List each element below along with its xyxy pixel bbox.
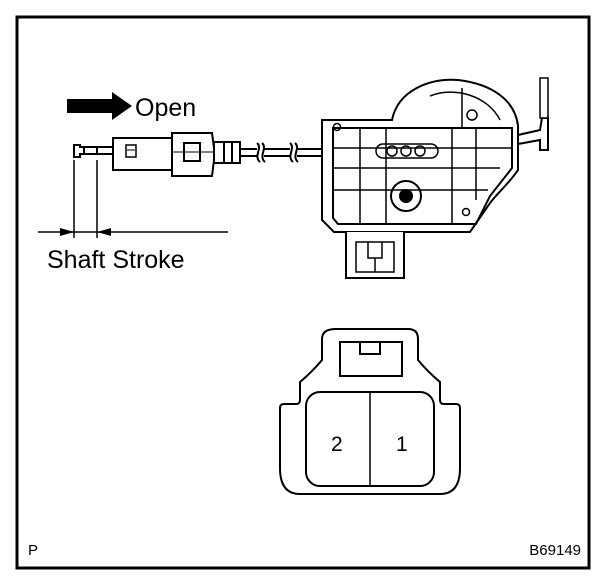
pin-1-label: 1 — [396, 433, 408, 456]
shaft-stroke-label: Shaft Stroke — [47, 246, 185, 274]
figure-id: B69149 — [529, 542, 581, 559]
frame-border — [15, 15, 591, 570]
open-arrow — [67, 92, 132, 120]
connector-face — [279, 328, 461, 495]
connector-latch — [339, 341, 403, 377]
stroke-dimension — [38, 160, 228, 238]
connector-outline — [279, 328, 461, 495]
pin-2-label: 2 — [331, 433, 343, 456]
open-label: Open — [135, 94, 196, 122]
actuator-housing — [321, 77, 549, 279]
corner-letter: P — [28, 542, 38, 559]
arrow-right-icon — [67, 92, 132, 120]
actuator-shaft — [73, 132, 322, 177]
